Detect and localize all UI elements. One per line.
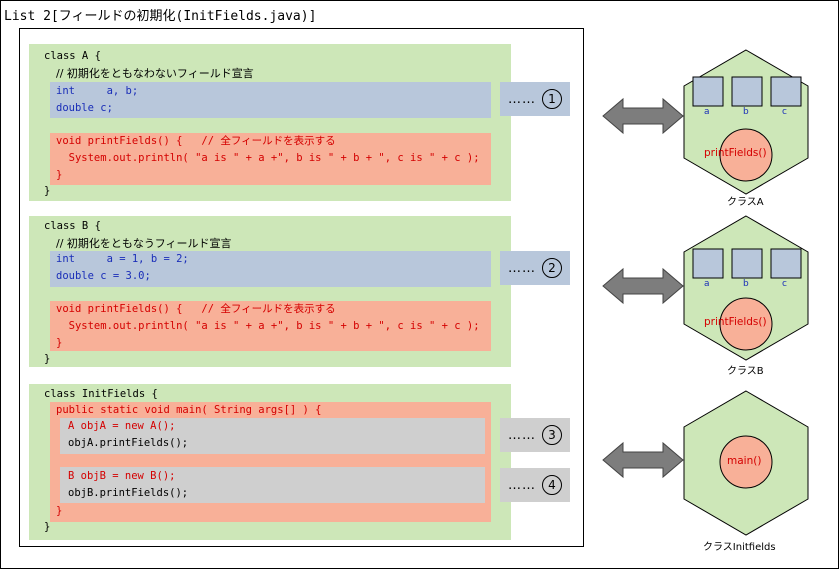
obj-b-new: B objB = new B(); bbox=[68, 470, 176, 482]
class-b-decl-double: double c = 3.0; bbox=[56, 270, 151, 282]
marker-1: …… 1 bbox=[500, 82, 570, 116]
class-a-field-b-label: b bbox=[743, 107, 749, 117]
main-method-close: } bbox=[56, 505, 63, 517]
class-b-method-circle bbox=[719, 297, 773, 351]
main-method-sig: public static void main( String args[] )… bbox=[56, 404, 322, 416]
marker-2-number: 2 bbox=[542, 258, 562, 278]
class-a-field-a-label: a bbox=[704, 107, 710, 117]
class-a-open: class A { bbox=[44, 50, 101, 62]
figure-title: List 2[フィールドの初期化(InitFields.java)] bbox=[4, 9, 317, 24]
double-arrow-icon bbox=[602, 441, 684, 479]
class-a-method-label: printFields() bbox=[704, 147, 767, 159]
class-init-open: class InitFields { bbox=[44, 388, 158, 400]
marker-2-dots: …… bbox=[508, 260, 536, 276]
marker-4-number: 4 bbox=[542, 475, 562, 495]
class-a-close: } bbox=[44, 185, 51, 197]
class-a-method-sig: void printFields() { // 全フィールドを表示する bbox=[56, 135, 336, 147]
class-b-field-c-label: c bbox=[782, 279, 787, 289]
class-a-method-circle bbox=[719, 128, 773, 182]
marker-4-dots: …… bbox=[508, 477, 536, 493]
class-a-method-close: } bbox=[56, 169, 63, 181]
class-b-close: } bbox=[44, 353, 51, 365]
class-a-fields-block bbox=[50, 82, 491, 118]
marker-1-dots: …… bbox=[508, 91, 536, 107]
class-a-field-c-label: c bbox=[782, 107, 787, 117]
obj-a-block bbox=[60, 418, 485, 454]
class-init-method-circle bbox=[719, 435, 773, 489]
marker-2: …… 2 bbox=[500, 251, 570, 285]
class-b-caption: クラスB bbox=[727, 366, 764, 377]
marker-3-dots: …… bbox=[508, 427, 536, 443]
class-b-decl-int: int a = 1, b = 2; bbox=[56, 253, 189, 265]
code-panel: class A { // 初期化をともなわないフィールド宣言 int a, b;… bbox=[19, 28, 584, 547]
marker-4: …… 4 bbox=[500, 468, 570, 502]
class-a-decl-int: int a, b; bbox=[56, 85, 139, 97]
class-a-field-b bbox=[731, 76, 763, 107]
obj-a-new: A objA = new A(); bbox=[68, 420, 176, 432]
class-b-fields-block bbox=[50, 251, 491, 287]
obj-b-call: objB.printFields(); bbox=[68, 487, 189, 499]
class-init-caption: クラスInitfields bbox=[703, 542, 776, 553]
obj-b-block bbox=[60, 467, 485, 503]
class-init-close: } bbox=[44, 521, 51, 533]
class-a-field-c bbox=[770, 76, 802, 107]
class-b-method-body: System.out.println( "a is " + a +", b is… bbox=[56, 320, 480, 332]
class-a-method-body: System.out.println( "a is " + a +", b is… bbox=[56, 152, 480, 164]
marker-3: …… 3 bbox=[500, 418, 570, 452]
class-b-comment: // 初期化をともなうフィールド宣言 bbox=[56, 237, 232, 250]
class-a-field-a bbox=[692, 76, 724, 107]
class-b-field-a bbox=[692, 248, 724, 279]
class-b-method-close: } bbox=[56, 337, 63, 349]
class-a-method-block bbox=[50, 133, 491, 185]
double-arrow-icon bbox=[602, 267, 684, 305]
class-b-field-b-label: b bbox=[743, 279, 749, 289]
class-a-caption: クラスA bbox=[727, 197, 764, 208]
class-a-comment: // 初期化をともなわないフィールド宣言 bbox=[56, 67, 254, 80]
class-b-field-a-label: a bbox=[704, 279, 710, 289]
obj-a-call: objA.printFields(); bbox=[68, 437, 189, 449]
class-b-field-c bbox=[770, 248, 802, 279]
double-arrow-icon bbox=[602, 97, 684, 135]
class-b-method-sig: void printFields() { // 全フィールドを表示する bbox=[56, 303, 336, 315]
class-a-decl-double: double c; bbox=[56, 102, 113, 114]
marker-1-number: 1 bbox=[542, 89, 562, 109]
class-b-method-block bbox=[50, 301, 491, 351]
class-init-method-label: main() bbox=[727, 455, 762, 467]
class-b-method-label: printFields() bbox=[704, 316, 767, 328]
class-b-field-b bbox=[731, 248, 763, 279]
class-b-open: class B { bbox=[44, 220, 101, 232]
marker-3-number: 3 bbox=[542, 425, 562, 445]
